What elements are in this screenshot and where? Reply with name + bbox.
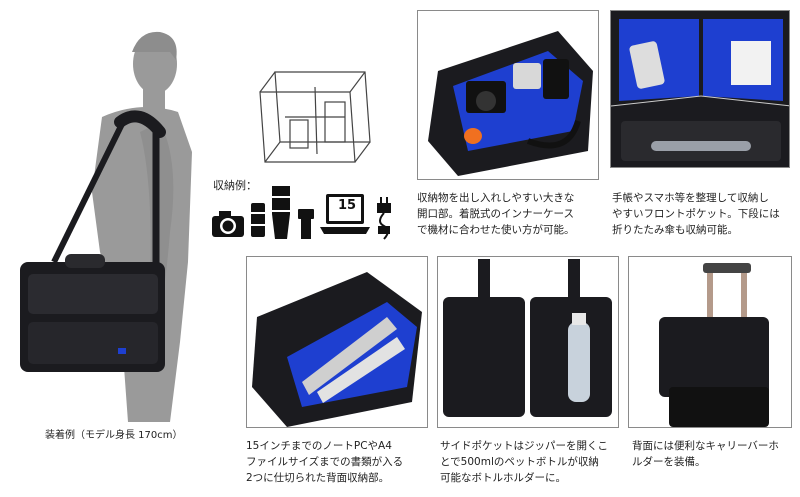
side-pocket-caption: サイドポケットはジッパーを開くこ とで500mlのペットボトルが収納 可能なボト… (440, 440, 608, 484)
flash-icon (297, 208, 315, 240)
compartment-diagram (255, 62, 380, 172)
lens-icon (249, 202, 267, 238)
back-pocket-photo (246, 256, 428, 428)
model-illustration (10, 12, 210, 427)
back-pocket-caption: 15インチまでのノートPCやA4 ファイルサイズまでの書類が入る 2つに仕切られ… (246, 440, 404, 484)
main-opening-photo (417, 10, 599, 180)
telephoto-lens-icon (270, 184, 292, 240)
main-opening-caption: 収納物を出し入れしやすい大きな 開口部。着脱式のインナーケース で機材に合わせた… (417, 192, 575, 236)
carry-bar-caption: 背面には便利なキャリーバーホ ルダーを装備。 (632, 440, 779, 468)
storage-label: 収納例： (213, 179, 257, 192)
model-caption: 装着例（モデル身長 170cm） (45, 430, 183, 441)
charger-icon (374, 196, 396, 240)
laptop-size-label: 15 (338, 198, 357, 213)
laptop-icon (320, 192, 370, 236)
front-pocket-caption: 手帳やスマホ等を整理して収納し やすいフロントポケット。下段には 折りたたみ傘も… (612, 192, 780, 236)
carry-bar-photo (628, 256, 792, 428)
side-pocket-photo (437, 256, 619, 428)
front-pocket-photo (610, 10, 790, 168)
camera-icon (211, 210, 245, 238)
